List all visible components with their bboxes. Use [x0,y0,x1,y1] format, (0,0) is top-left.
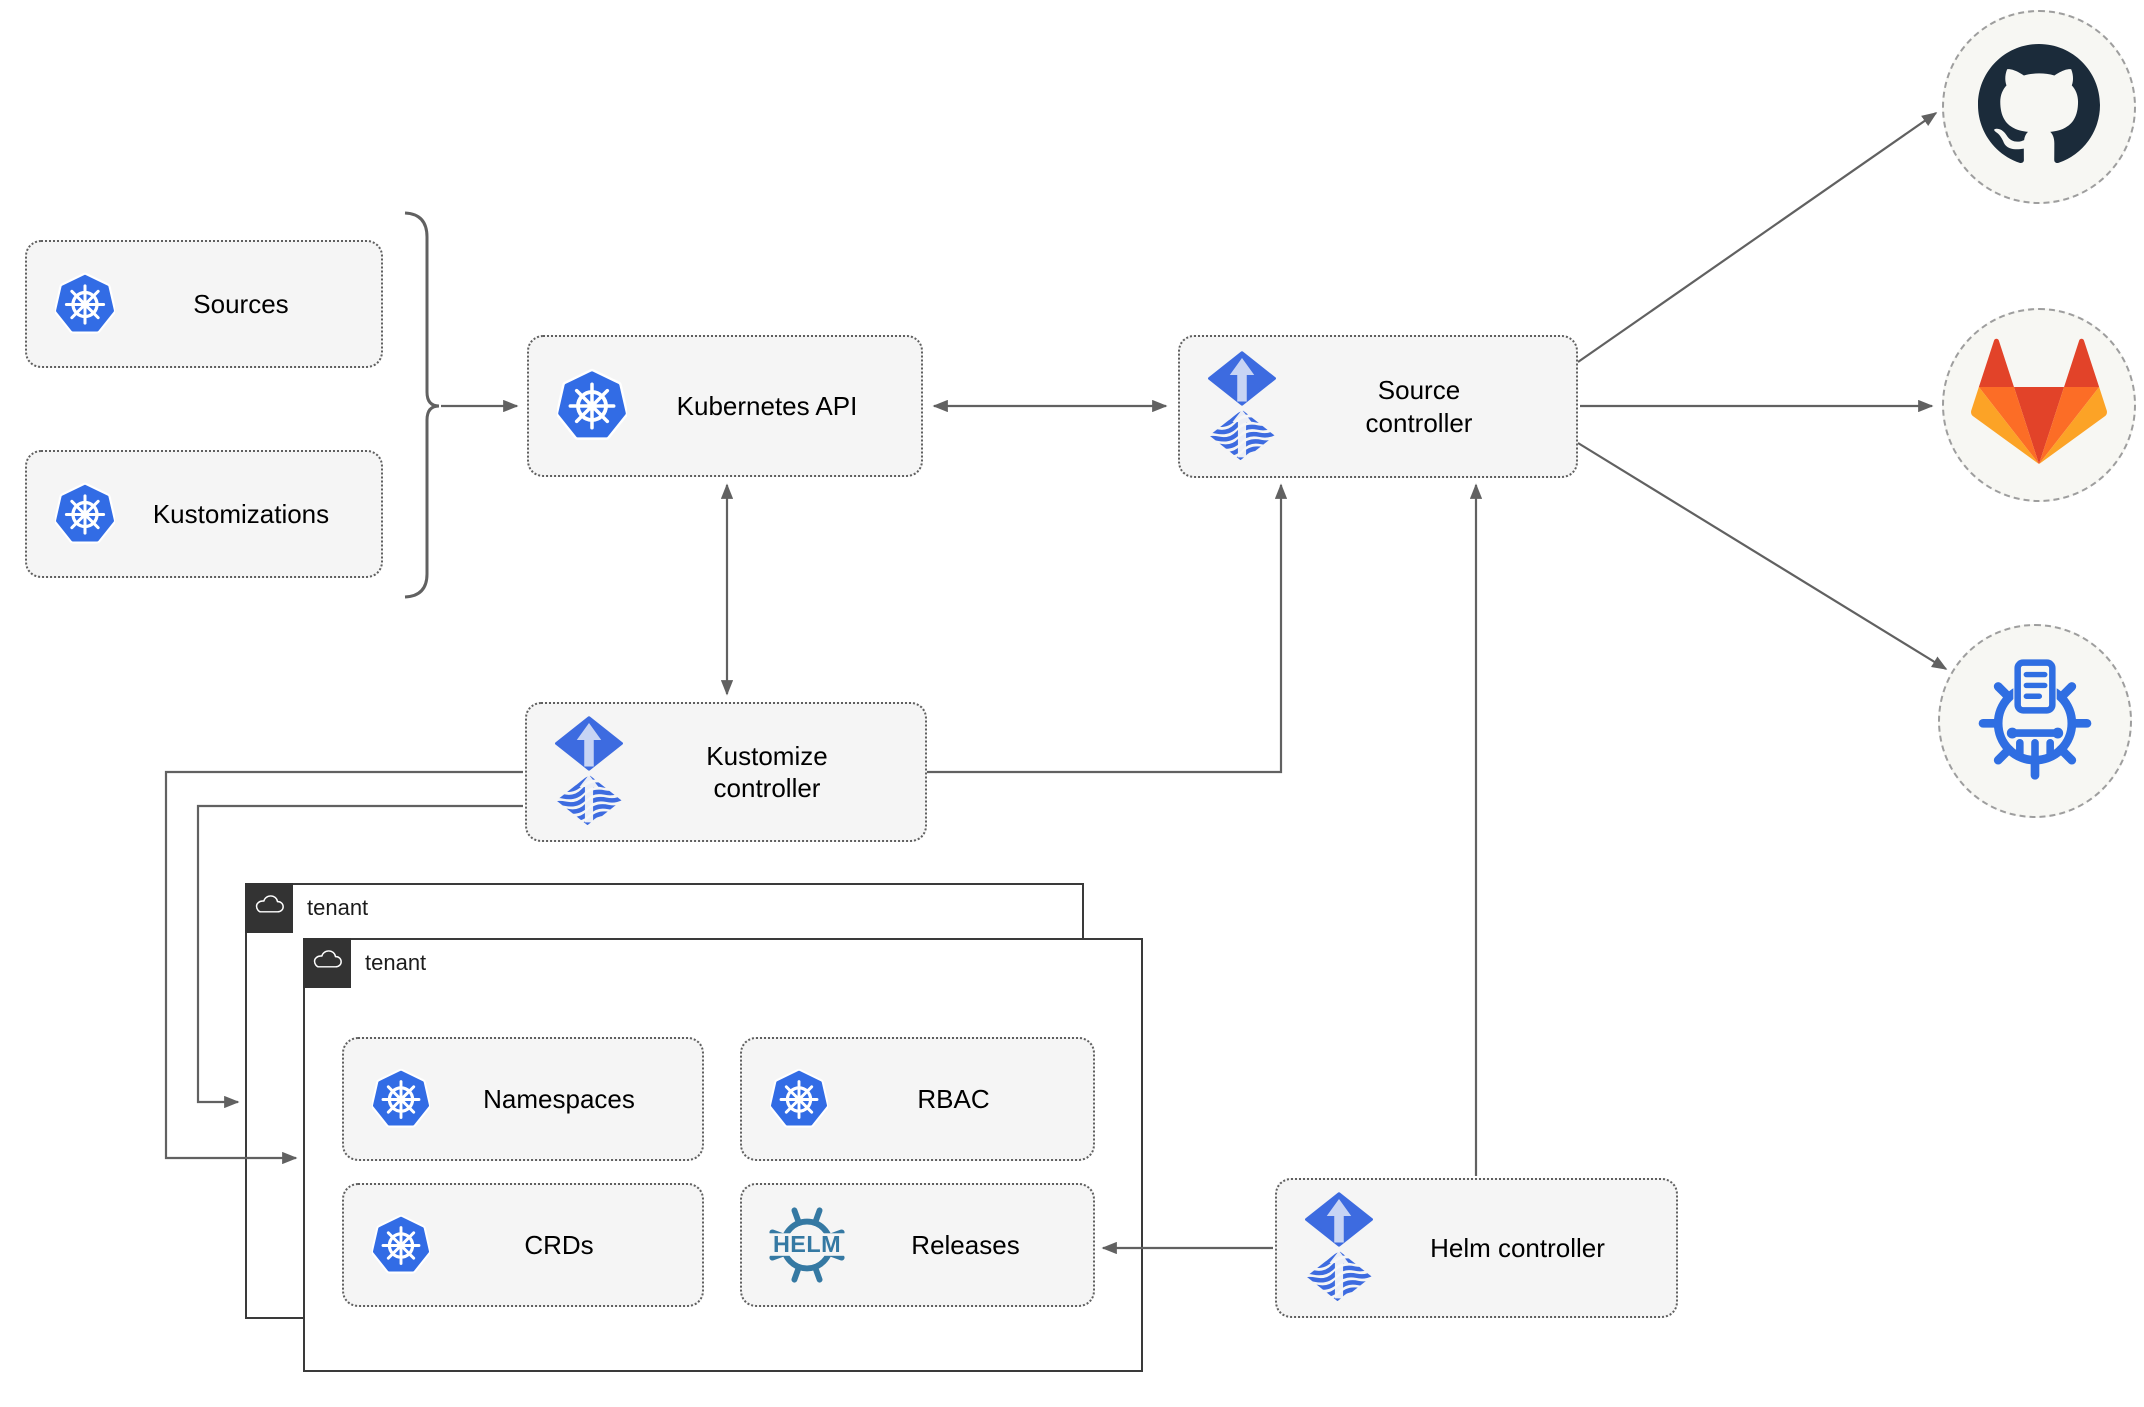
node-kubernetes-api-label: Kubernetes API [676,390,858,421]
kubernetes-icon [372,1068,430,1131]
chartmuseum-icon [1970,654,2100,789]
cloud-icon [252,893,286,922]
node-label-text: Kustomize controller [706,740,828,804]
node-source-controller: Source controller [1178,335,1578,478]
flux-icon [555,716,623,828]
node-kustomize-controller: Kustomize controller [525,702,927,842]
node-releases: HELM Releases [740,1183,1095,1307]
node-namespaces: Namespaces [342,1037,704,1161]
kubernetes-icon [372,1214,430,1277]
node-helm-controller-label: Helm controller [1373,1232,1676,1265]
github-target [1942,10,2136,204]
helm-icon: HELM [762,1200,852,1290]
kubernetes-icon [55,272,115,337]
node-kustomizations: Kustomizations [25,450,383,578]
github-icon [1978,43,2100,171]
group-brace [404,211,440,599]
node-kustomize-controller-label: Kustomize controller [623,740,925,805]
node-crds-label: CRDs [524,1229,594,1260]
node-kubernetes-api: Kubernetes API [527,335,923,477]
node-crds: CRDs [342,1183,704,1307]
edge-kustomize-source [927,483,1288,774]
flux-icon [1305,1192,1373,1304]
node-label-text: Helm controller [1430,1232,1605,1263]
node-rbac-label: RBAC [917,1083,990,1114]
node-rbac: RBAC [740,1037,1095,1161]
gitlab-target [1942,308,2136,502]
tenant-tab [244,882,293,933]
edge-source-helmrepo [1577,442,1948,670]
node-label-text: Source controller [1365,375,1473,438]
tenant-group-label: tenant [365,950,427,975]
cloud-icon [310,948,344,977]
kubernetes-icon [557,368,627,444]
helm-repository-target [1938,624,2132,818]
tenant-group-label: tenant [307,895,369,920]
node-namespaces-label: Namespaces [483,1083,635,1114]
kubernetes-icon [55,482,115,547]
node-kustomizations-label: Kustomizations [152,498,330,529]
node-sources-label: Sources [193,288,289,319]
helm-wordmark: HELM [773,1231,841,1257]
gitlab-icon [1971,335,2107,476]
kubernetes-icon [770,1068,828,1131]
node-releases-label: Releases [911,1229,1020,1260]
node-sources: Sources [25,240,383,368]
edge-source-github [1577,112,1938,363]
node-source-controller-label: Source controller [1276,374,1576,439]
node-helm-controller: Helm controller [1275,1178,1678,1318]
flux-icon [1208,351,1276,463]
tenant-tab [302,937,351,988]
